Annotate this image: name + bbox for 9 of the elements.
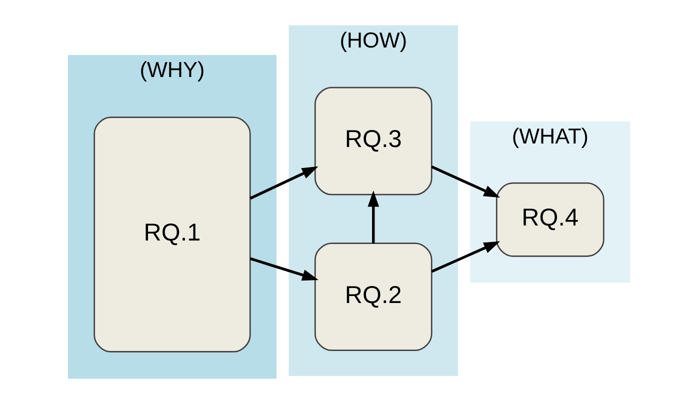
node-box: RQ.4 [495, 182, 604, 257]
node-box: RQ.1 [93, 116, 250, 352]
node-box: RQ.2 [314, 242, 432, 351]
arrow [430, 241, 500, 273]
arrow [430, 166, 500, 198]
arrow [249, 166, 318, 200]
node-box: RQ.3 [314, 86, 432, 196]
arrow [367, 190, 379, 244]
arrow [249, 257, 318, 281]
